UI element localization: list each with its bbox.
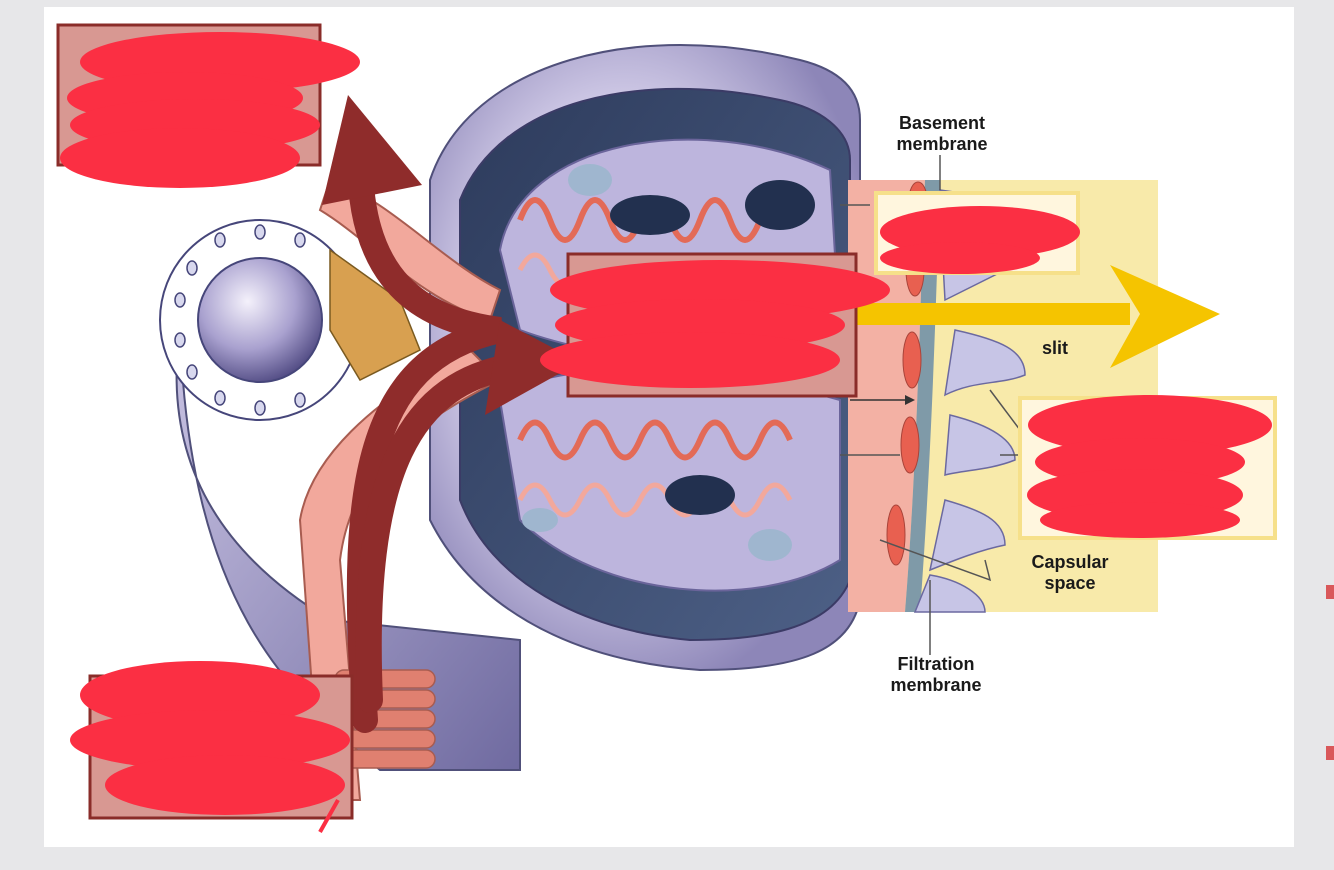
edge-mark-lower bbox=[1326, 746, 1334, 760]
redaction-inset-top bbox=[880, 206, 1080, 274]
arrow-right-icon bbox=[355, 320, 580, 713]
filtration-line-2: membrane bbox=[890, 675, 982, 695]
capsular-space-label: Capsular space bbox=[1010, 552, 1130, 594]
basement-line-2: membrane bbox=[896, 134, 988, 154]
redaction-bottom-left bbox=[70, 661, 350, 815]
filtration-arrow-icon bbox=[850, 265, 1220, 368]
redaction-inset-right bbox=[1027, 395, 1272, 538]
filtration-line-1: Filtration bbox=[897, 654, 975, 674]
basement-membrane-label: Basement membrane bbox=[872, 113, 1012, 155]
distal-tubule bbox=[159, 219, 521, 771]
edge-mark-upper bbox=[1326, 585, 1334, 599]
slit-label: slit bbox=[1035, 338, 1075, 359]
stray-red-mark bbox=[318, 799, 340, 833]
filtration-membrane-label: Filtration membrane bbox=[866, 654, 1006, 696]
slit-text: slit bbox=[1041, 338, 1068, 358]
redaction-top-left bbox=[60, 32, 360, 188]
basement-line-1: Basement bbox=[898, 113, 986, 133]
capsular-line-1: Capsular bbox=[1031, 552, 1109, 572]
capsular-line-2: space bbox=[1044, 573, 1096, 593]
redaction-center bbox=[540, 260, 890, 388]
